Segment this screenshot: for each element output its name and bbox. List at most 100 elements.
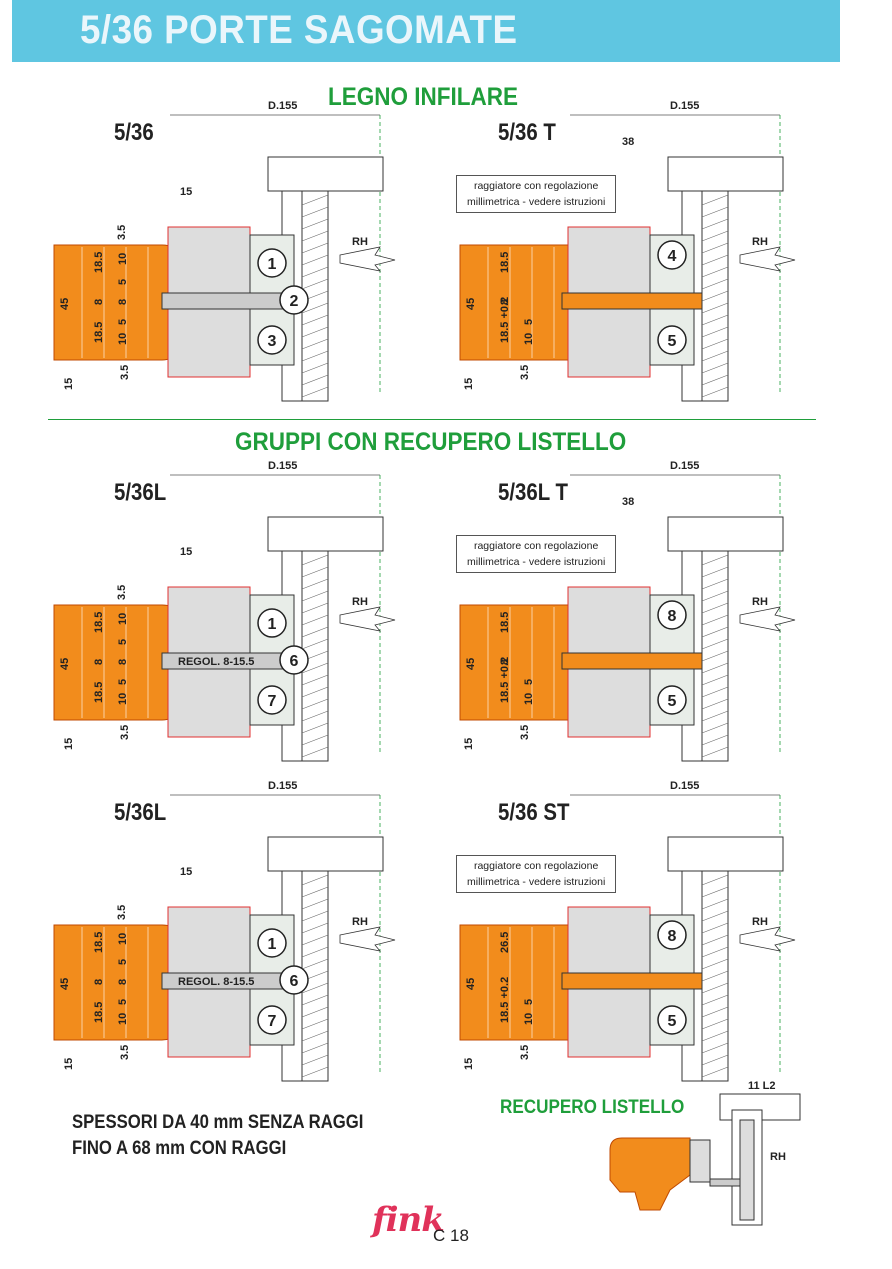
diagram-label: 5/36L <box>114 799 167 826</box>
part-number-circle <box>279 285 309 315</box>
diagram-label: 5/36 ST <box>498 799 570 826</box>
rh-label: RH <box>752 916 768 928</box>
bot-dim: 3.5 <box>519 1045 531 1060</box>
gap-dim: 15 <box>180 546 192 558</box>
part-number-circle <box>657 685 687 715</box>
col2-dim: 10 <box>117 693 129 705</box>
dim-d155: D.155 <box>268 460 297 472</box>
part-number-circle <box>657 1005 687 1035</box>
col-dim: 18.5 <box>93 682 105 703</box>
thick-dim: 45 <box>465 298 477 310</box>
gap-dim: 15 <box>180 186 192 198</box>
part-number: 7 <box>268 693 277 710</box>
col2-dim: 5 <box>523 319 535 325</box>
top-dim: 3.5 <box>116 225 128 240</box>
part-number: 7 <box>268 1013 277 1030</box>
part-number-circle <box>257 928 287 958</box>
footer-line-1: SPESSORI DA 40 mm SENZA RAGGI <box>72 1112 364 1133</box>
col-dim: 8 <box>499 659 511 665</box>
rh-label: RH <box>352 236 368 248</box>
col-dim: 8 <box>93 979 105 985</box>
thick-dim: 45 <box>59 978 71 990</box>
bot-dim: 3.5 <box>119 1045 131 1060</box>
col2-dim: 8 <box>117 979 129 985</box>
col2-dim: 5 <box>117 279 129 285</box>
col2-dim: 8 <box>117 299 129 305</box>
page-number: C 18 <box>433 1226 469 1245</box>
dim-d155: D.155 <box>670 460 699 472</box>
part-number: 8 <box>668 928 677 945</box>
part-number: 1 <box>268 256 277 273</box>
part-number-circle <box>657 240 687 270</box>
top-dim: 3.5 <box>116 585 128 600</box>
col2-dim: 5 <box>117 679 129 685</box>
col2-dim: 5 <box>117 959 129 965</box>
base-dim: 15 <box>463 378 475 390</box>
recupero-rh: RH <box>770 1151 786 1163</box>
col-dim: 18.5 <box>499 252 511 273</box>
part-number-circle <box>657 600 687 630</box>
col2-dim: 5 <box>117 319 129 325</box>
footer-line-2: FINO A 68 mm CON RAGGI <box>72 1138 287 1159</box>
col2-dim: 5 <box>523 679 535 685</box>
col2-dim: 10 <box>523 1013 535 1025</box>
diagram-label: 5/36L T <box>498 479 568 506</box>
col2-dim: 5 <box>523 999 535 1005</box>
page-title: 5/36 PORTE SAGOMATE <box>80 8 518 52</box>
recupero-dim: 11 L2 <box>748 1080 776 1092</box>
part-number: 4 <box>668 248 677 265</box>
profile-diagram: D.1554518.5818.510585103.53.51515167REGO… <box>53 460 396 762</box>
col2-dim: 10 <box>117 613 129 625</box>
col2-dim: 10 <box>117 253 129 265</box>
col-dim: 18.5 <box>499 612 511 633</box>
col2-dim: 10 <box>117 933 129 945</box>
col-dim: 18.5 <box>93 252 105 273</box>
part-number: 1 <box>268 936 277 953</box>
part-number-circle <box>257 325 287 355</box>
part-number: 2 <box>290 293 299 310</box>
header-bar <box>12 0 840 62</box>
base-dim: 15 <box>63 738 75 750</box>
dim-d155: D.155 <box>268 780 297 792</box>
recupero-diagram: 11 L2 RH <box>609 1080 801 1226</box>
base-dim: 15 <box>463 738 475 750</box>
base-dim: 15 <box>463 1058 475 1070</box>
rh-label: RH <box>352 596 368 608</box>
bot-dim: 3.5 <box>519 725 531 740</box>
part-number: 5 <box>668 693 677 710</box>
part-number-circle <box>657 920 687 950</box>
col-dim: 8 <box>93 299 105 305</box>
col-dim: 8 <box>499 299 511 305</box>
part-number-circle <box>657 325 687 355</box>
rh-label: RH <box>752 596 768 608</box>
part-number: 8 <box>668 608 677 625</box>
col2-dim: 5 <box>117 999 129 1005</box>
thick-dim: 45 <box>59 298 71 310</box>
col-dim: 18.5 <box>93 1002 105 1023</box>
section-title-gruppi: GRUPPI CON RECUPERO LISTELLO <box>235 428 627 456</box>
base-dim: 15 <box>63 378 75 390</box>
part-number-circle <box>257 685 287 715</box>
part-number-circle <box>257 608 287 638</box>
section-divider <box>48 419 816 420</box>
bot-dim: 3.5 <box>119 365 131 380</box>
dim-d155: D.155 <box>670 780 699 792</box>
rh-label: RH <box>752 236 768 248</box>
part-number: 5 <box>668 333 677 350</box>
diagram-label: 5/36 <box>114 119 154 146</box>
col-dim: 18.5 <box>93 322 105 343</box>
col2-dim: 10 <box>523 693 535 705</box>
col-dim: 8 <box>93 659 105 665</box>
bot-dim: 3.5 <box>119 725 131 740</box>
gap-dim: 15 <box>180 866 192 878</box>
col2-dim: 10 <box>117 1013 129 1025</box>
recupero-title: RECUPERO LISTELLO <box>500 1097 685 1118</box>
regol-label: REGOL. 8-15.5 <box>178 976 254 988</box>
base-dim: 15 <box>63 1058 75 1070</box>
col-dim: 18.5 +0.2 <box>499 977 511 1023</box>
